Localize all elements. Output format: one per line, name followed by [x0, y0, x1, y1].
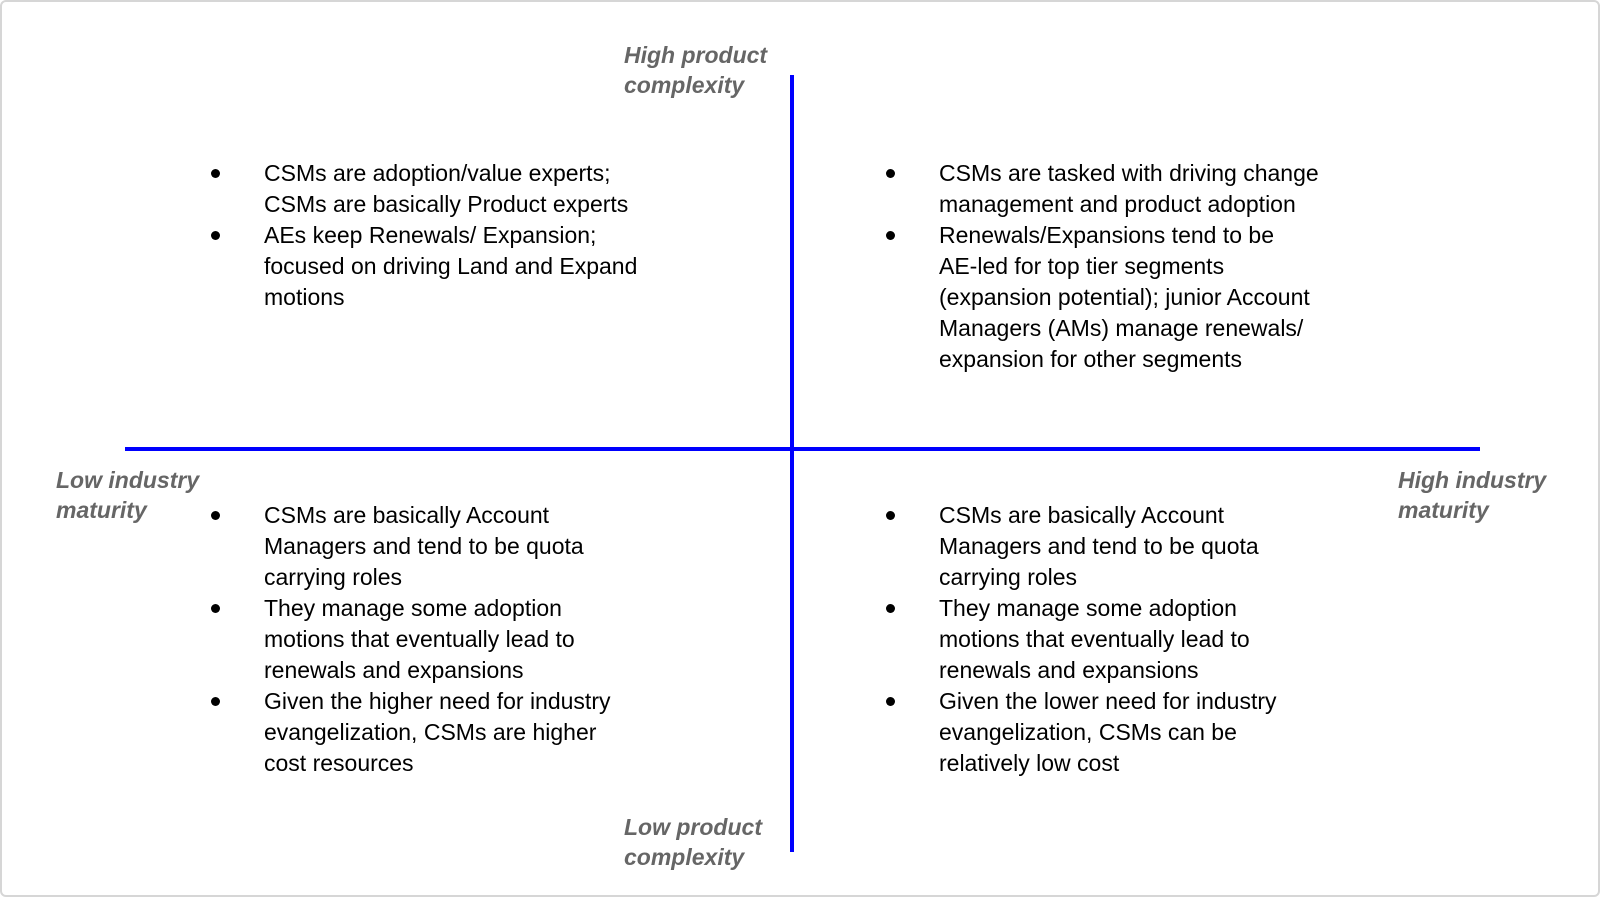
axis-label-high-product-complexity: High product complexity [624, 42, 768, 98]
list-item: Renewals/Expansions tend to be AE-led fo… [877, 220, 1387, 375]
list-item-text: Renewals/Expansions tend to be AE-led fo… [939, 222, 1310, 372]
quadrant-bottom-left: CSMs are basically Account Managers and … [202, 500, 712, 779]
quadrant-bottom-right: CSMs are basically Account Managers and … [877, 500, 1387, 779]
bullet-icon [886, 697, 895, 706]
axis-label-low-industry-maturity: Low industry maturity [56, 467, 200, 523]
bullet-icon [211, 697, 220, 706]
bullet-icon [211, 231, 220, 240]
bullet-list: CSMs are tasked with driving change mana… [877, 158, 1387, 375]
vertical-axis-line [790, 75, 794, 852]
bullet-icon [211, 511, 220, 520]
list-item: AEs keep Renewals/ Expansion; focused on… [202, 220, 712, 313]
list-item: CSMs are adoption/value experts; CSMs ar… [202, 158, 712, 220]
list-item: CSMs are basically Account Managers and … [202, 500, 712, 593]
bullet-icon [211, 169, 220, 178]
list-item-text: CSMs are adoption/value experts; CSMs ar… [264, 160, 629, 217]
bullet-icon [886, 231, 895, 240]
list-item-text: CSMs are basically Account Managers and … [939, 502, 1259, 590]
axis-label-low-product-complexity: Low product complexity [624, 814, 762, 870]
horizontal-axis-line [125, 447, 1480, 451]
list-item: CSMs are basically Account Managers and … [877, 500, 1387, 593]
quadrant-top-left: CSMs are adoption/value experts; CSMs ar… [202, 158, 712, 313]
list-item-text: Given the higher need for industry evang… [264, 688, 611, 776]
axis-label-high-industry-maturity: High industry maturity [1398, 467, 1547, 523]
bullet-icon [886, 169, 895, 178]
list-item: They manage some adoption motions that e… [877, 593, 1387, 686]
bullet-icon [886, 604, 895, 613]
bullet-list: CSMs are adoption/value experts; CSMs ar… [202, 158, 712, 313]
list-item-text: AEs keep Renewals/ Expansion; focused on… [264, 222, 638, 310]
list-item-text: They manage some adoption motions that e… [264, 595, 575, 683]
list-item: Given the lower need for industry evange… [877, 686, 1387, 779]
list-item-text: Given the lower need for industry evange… [939, 688, 1277, 776]
list-item: CSMs are tasked with driving change mana… [877, 158, 1387, 220]
list-item-text: CSMs are tasked with driving change mana… [939, 160, 1319, 217]
list-item: Given the higher need for industry evang… [202, 686, 712, 779]
quadrant-top-right: CSMs are tasked with driving change mana… [877, 158, 1387, 375]
bullet-icon [886, 511, 895, 520]
list-item-text: They manage some adoption motions that e… [939, 595, 1250, 683]
bullet-list: CSMs are basically Account Managers and … [877, 500, 1387, 779]
bullet-list: CSMs are basically Account Managers and … [202, 500, 712, 779]
bullet-icon [211, 604, 220, 613]
list-item-text: CSMs are basically Account Managers and … [264, 502, 584, 590]
list-item: They manage some adoption motions that e… [202, 593, 712, 686]
